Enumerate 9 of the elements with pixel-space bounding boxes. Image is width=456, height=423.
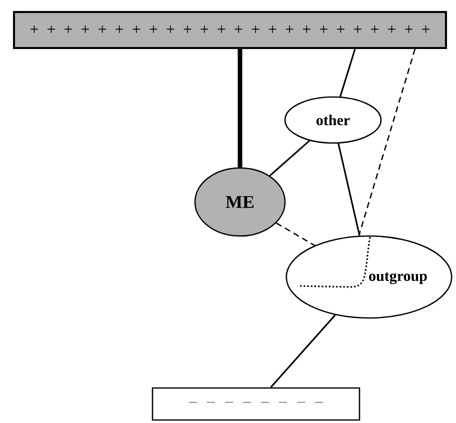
minus-box: – – – – – – – – — [152, 387, 360, 421]
connector-line — [270, 314, 336, 388]
connector-line — [339, 48, 356, 97]
connector-line — [238, 49, 242, 168]
connector-line — [269, 140, 310, 176]
connector-line — [358, 48, 416, 236]
plus-bar: + + + + + + + + + + + + + + + + + + + + + + + + — [13, 11, 447, 49]
connector-line — [276, 222, 315, 246]
connector-line — [338, 143, 360, 236]
